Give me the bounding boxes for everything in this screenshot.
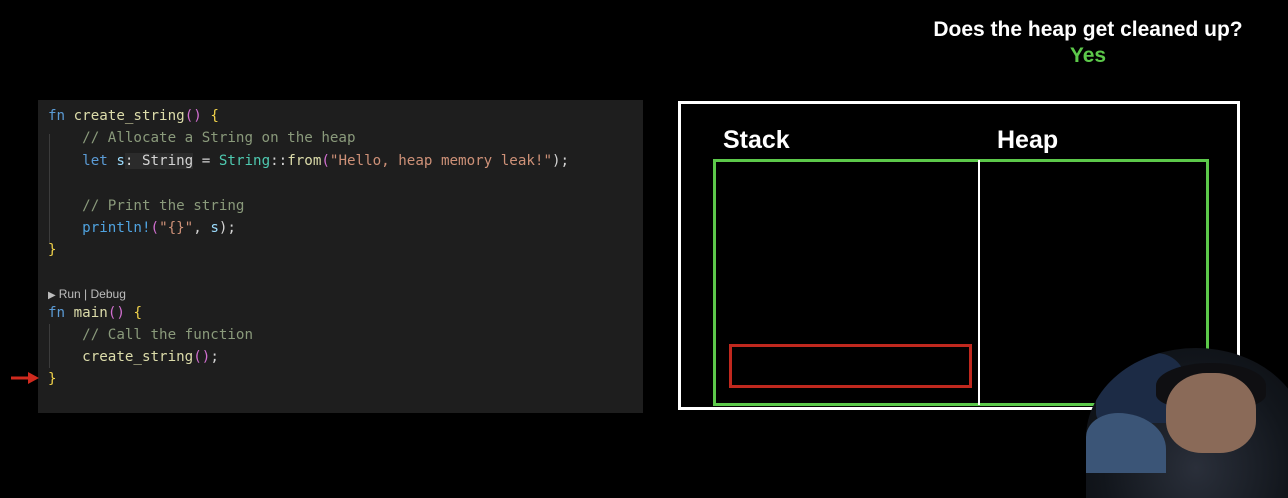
codelens-label[interactable]: Run | Debug (58, 287, 126, 301)
function-name: create_string (73, 108, 185, 124)
answer-text: Yes (1069, 44, 1107, 67)
question-text: Does the heap get cleaned up? (933, 18, 1243, 41)
stack-frame-box (729, 344, 972, 388)
brace: { (133, 305, 142, 321)
parens: ( (321, 153, 330, 169)
variable: s (116, 153, 125, 169)
function-name: from (287, 153, 322, 169)
memory-region (713, 159, 1209, 406)
parens: () (107, 305, 125, 321)
presenter-webcam (1086, 348, 1288, 498)
variable: s (210, 220, 219, 236)
keyword: let (82, 153, 108, 169)
red-arrow-icon (11, 372, 39, 384)
operator: = (193, 153, 219, 169)
indent-guide (49, 134, 50, 244)
code-line-1: fn create_string() { (48, 105, 219, 127)
stack-heap-divider (978, 160, 980, 405)
brace: } (48, 371, 57, 387)
comment: // Allocate a String on the heap (82, 130, 356, 146)
type-hint: : String (124, 153, 194, 169)
heap-label: Heap (997, 126, 1059, 154)
comment: // Call the function (82, 327, 254, 343)
parens: ( (150, 220, 160, 236)
parens: () (184, 108, 202, 124)
path-separator: :: (270, 153, 288, 169)
indent-guide (49, 324, 50, 368)
keyword: fn (48, 108, 66, 124)
presenter-head (1166, 373, 1256, 453)
code-line-11: create_string(); (48, 346, 219, 368)
code-line-10: // Call the function (48, 324, 253, 346)
string-literal: "Hello, heap memory leak!" (329, 153, 553, 169)
macro-name: println! (82, 220, 151, 236)
semicolon: ; (210, 349, 219, 365)
function-name: main (73, 305, 108, 321)
code-editor[interactable]: fn create_string() { // Allocate a Strin… (38, 100, 643, 413)
code-line-12: } (48, 368, 57, 390)
type-name: String (218, 153, 271, 169)
memory-diagram-frame (678, 101, 1240, 410)
stack-label: Stack (723, 126, 790, 154)
code-line-5: // Print the string (48, 195, 244, 217)
code-line-9: fn main() { (48, 302, 142, 324)
question-header: Does the heap get cleaned up? Yes (898, 17, 1278, 69)
codelens-run-debug[interactable]: ▶Run | Debug (48, 287, 126, 301)
comment: // Print the string (82, 198, 245, 214)
keyword: fn (48, 305, 66, 321)
brace: { (210, 108, 219, 124)
string-literal: "{}" (159, 220, 194, 236)
code-line-2: // Allocate a String on the heap (48, 127, 356, 149)
function-name: create_string (82, 349, 194, 365)
code-line-7: } (48, 239, 57, 261)
parens: () (193, 349, 211, 365)
separator: , (193, 220, 211, 236)
code-line-3: let s: String = String::from("Hello, hea… (48, 150, 569, 172)
brace: } (48, 242, 57, 258)
close-paren: ); (552, 153, 570, 169)
code-line-6: println!("{}", s); (48, 217, 236, 239)
close-paren: ); (218, 220, 236, 236)
play-icon: ▶ (48, 290, 56, 301)
